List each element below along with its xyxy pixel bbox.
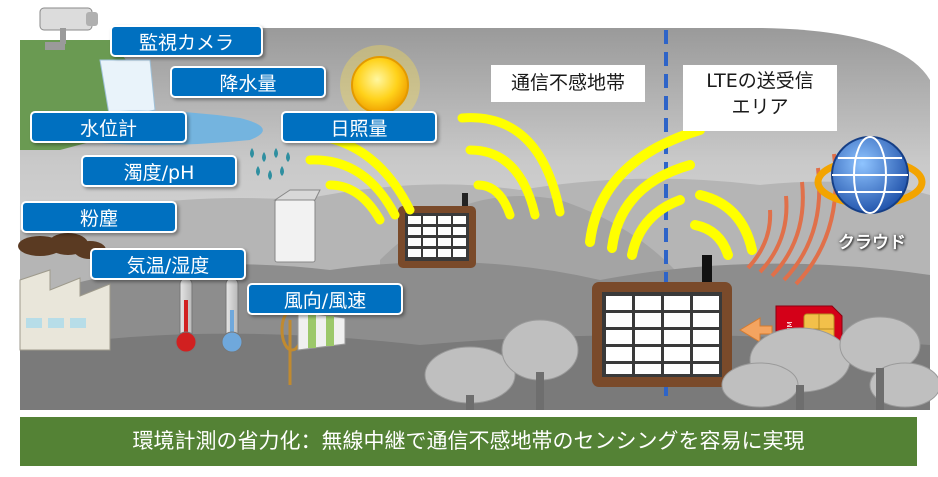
gateway-right-signal-arcs <box>690 190 757 260</box>
gateway-signal-arcs <box>585 125 705 260</box>
summary-banner: 環境計測の省力化：無線中継で通信不感地帯のセンシングを容易に実現 <box>20 417 917 466</box>
zone-no-signal-label: 通信不感地帯 <box>491 65 645 102</box>
gateway-solar-device <box>592 255 732 387</box>
weather-box-icon <box>273 189 321 263</box>
camera-icon <box>39 7 98 50</box>
waterfall <box>99 59 156 121</box>
zone-lte-label: LTEの送受信 エリア <box>683 65 837 131</box>
label-camera: 監視カメラ <box>110 25 263 57</box>
sim-text: SIM <box>786 321 794 334</box>
label-wind: 風向/風速 <box>247 283 403 315</box>
red-thermometer-icon <box>175 277 197 353</box>
windsock-icon <box>280 308 346 385</box>
label-sunlight: 日照量 <box>281 111 437 143</box>
zone-lte-line1: LTEの送受信 <box>706 70 814 92</box>
tree-trunks <box>466 368 884 410</box>
label-turbidity: 濁度/pH <box>81 155 237 187</box>
relay-right-signal-arcs <box>457 113 565 220</box>
label-temp-humidity: 気温/湿度 <box>90 248 246 280</box>
cloud-label: クラウド <box>838 233 906 253</box>
factory-icon <box>19 269 111 351</box>
relay-solar-device <box>398 193 476 268</box>
illustration-scene: SIM 監視カメラ 降水量 水位計 日照量 濁度/pH 粉塵 気温/湿度 風向/… <box>18 7 938 410</box>
label-water-level: 水位計 <box>30 111 187 143</box>
label-dust: 粉塵 <box>21 201 177 233</box>
label-rainfall: 降水量 <box>170 66 326 98</box>
rain-drops-icon <box>250 148 290 180</box>
zone-lte-line2: エリア <box>731 96 789 118</box>
foreground-trees <box>424 316 938 408</box>
blue-thermometer-icon <box>221 277 243 353</box>
globe-cloud-icon <box>814 136 926 214</box>
sun-icon <box>340 45 420 125</box>
